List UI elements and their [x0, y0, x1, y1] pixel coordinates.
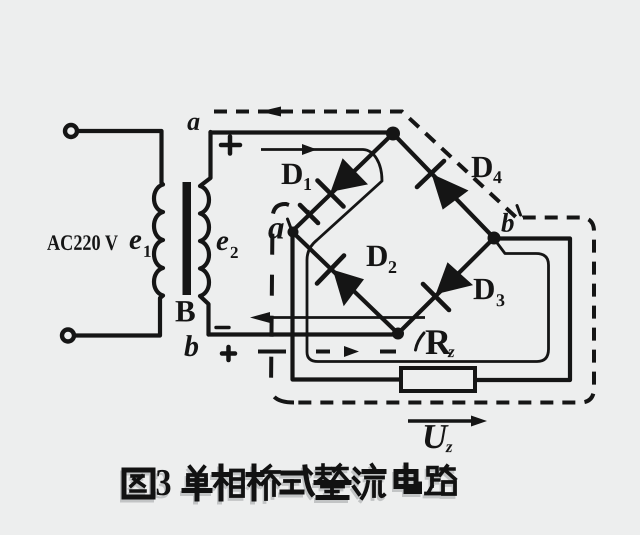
svg-text:U: U [422, 417, 449, 456]
svg-text:a: a [187, 107, 200, 136]
svg-text:e: e [129, 224, 142, 256]
svg-text:D: D [366, 238, 388, 273]
svg-text:4: 4 [493, 167, 502, 187]
svg-text:a: a [268, 210, 285, 246]
svg-text:1: 1 [143, 242, 152, 261]
svg-text:D: D [471, 149, 493, 184]
svg-text:2: 2 [230, 243, 239, 262]
svg-text:1: 1 [303, 174, 312, 194]
svg-text:b: b [501, 208, 515, 238]
svg-text:B: B [175, 293, 196, 328]
svg-text:3: 3 [496, 290, 505, 310]
svg-text:b: b [184, 330, 199, 363]
svg-text:D: D [281, 156, 303, 191]
svg-text:D: D [473, 271, 495, 306]
svg-text:z: z [445, 437, 453, 456]
svg-text:2: 2 [388, 257, 397, 277]
svg-text:AC220 V: AC220 V [47, 230, 118, 255]
svg-text:R: R [425, 322, 452, 362]
svg-text:e: e [216, 225, 229, 257]
svg-text:z: z [447, 342, 455, 361]
